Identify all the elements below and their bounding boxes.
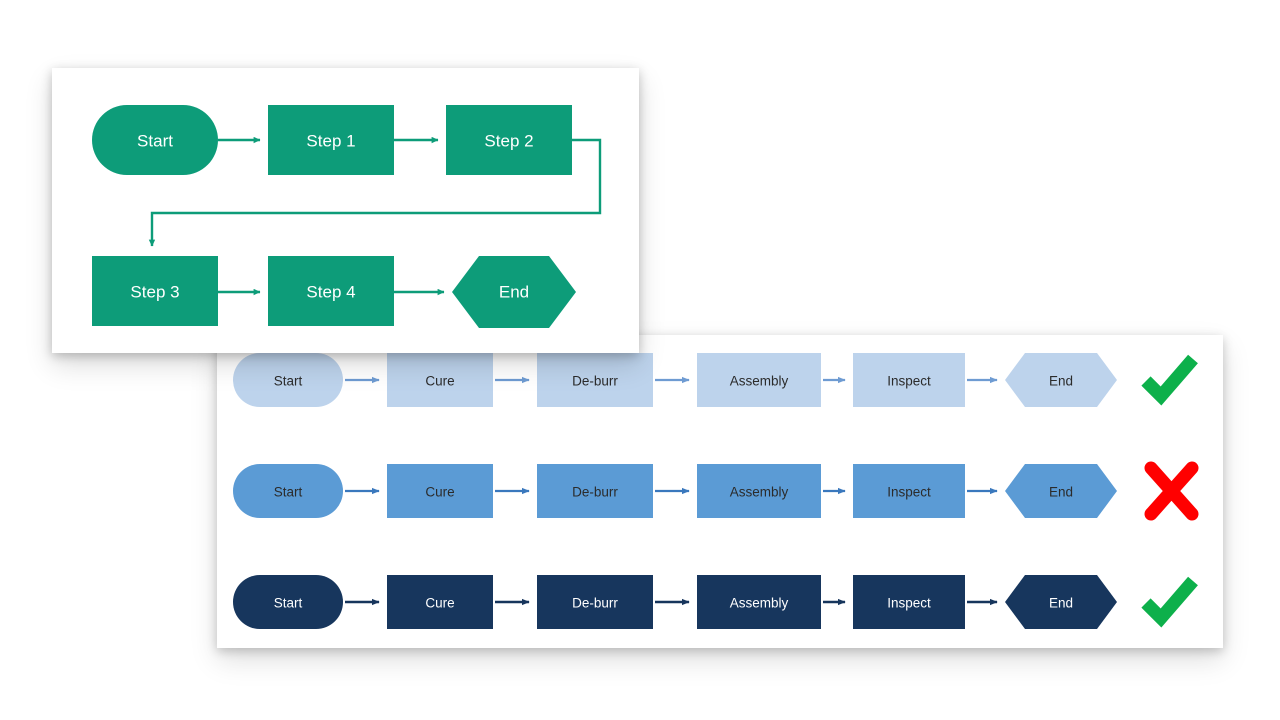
row-dark-start-label: Start xyxy=(274,596,303,611)
variant-row-light: Start Cure De-burr Assembly Inspect xyxy=(233,353,1198,407)
row-medium-assembly-label: Assembly xyxy=(730,485,789,500)
row-dark-assembly-shape xyxy=(697,575,821,629)
green-node-start-label: Start xyxy=(137,132,173,151)
row-light-node-start[interactable]: Start xyxy=(233,353,343,407)
row-light-start-shape xyxy=(233,353,343,407)
row-medium-start-shape xyxy=(233,464,343,518)
green-flowchart-svg: Start Step 1 Step 2 Step 3 Step 4 xyxy=(92,105,602,328)
green-node-end-shape xyxy=(452,256,576,328)
row-medium-node-start[interactable]: Start xyxy=(233,464,343,518)
row-light-end-label: End xyxy=(1049,374,1073,389)
row-dark-node-start[interactable]: Start xyxy=(233,575,343,629)
row-dark-node-cure[interactable]: Cure xyxy=(387,575,493,629)
row-medium-cure-label: Cure xyxy=(425,485,454,500)
row-medium-cure-shape xyxy=(387,464,493,518)
row-dark-node-inspect[interactable]: Inspect xyxy=(853,575,965,629)
row-light-node-end[interactable]: End xyxy=(1005,353,1117,407)
row-medium-deburr-label: De-burr xyxy=(572,485,618,500)
green-node-step1[interactable]: Step 1 xyxy=(268,105,394,175)
green-node-step4-shape xyxy=(268,256,394,326)
row-light-deburr-label: De-burr xyxy=(572,374,618,389)
row-medium-node-cure[interactable]: Cure xyxy=(387,464,493,518)
row-light-deburr-shape xyxy=(537,353,653,407)
row-medium-node-assembly[interactable]: Assembly xyxy=(697,464,821,518)
row-light-inspect-shape xyxy=(853,353,965,407)
row-medium-assembly-shape xyxy=(697,464,821,518)
row-dark-status-check-icon xyxy=(1141,576,1198,628)
row-light-assembly-shape xyxy=(697,353,821,407)
flowchart-green-card: Start Step 1 Step 2 Step 3 Step 4 xyxy=(52,68,639,353)
green-node-step3[interactable]: Step 3 xyxy=(92,256,218,326)
green-node-step2-shape xyxy=(446,105,572,175)
green-node-step1-label: Step 1 xyxy=(306,132,355,151)
row-medium-node-inspect[interactable]: Inspect xyxy=(853,464,965,518)
green-node-start[interactable]: Start xyxy=(92,105,218,175)
green-node-step4-label: Step 4 xyxy=(306,283,355,302)
row-dark-deburr-label: De-burr xyxy=(572,596,618,611)
row-medium-end-shape xyxy=(1005,464,1117,518)
green-node-step3-label: Step 3 xyxy=(130,283,179,302)
row-dark-cure-label: Cure xyxy=(425,596,454,611)
row-medium-deburr-shape xyxy=(537,464,653,518)
green-node-step4[interactable]: Step 4 xyxy=(268,256,394,326)
variant-row-dark: Start Cure De-burr Assembly Inspect xyxy=(233,575,1198,629)
row-light-node-cure[interactable]: Cure xyxy=(387,353,493,407)
row-dark-assembly-label: Assembly xyxy=(730,596,789,611)
green-node-step2-label: Step 2 xyxy=(484,132,533,151)
row-dark-node-assembly[interactable]: Assembly xyxy=(697,575,821,629)
process-variants-svg: Start Cure De-burr Assembly Inspect xyxy=(233,353,1199,629)
green-node-step2[interactable]: Step 2 xyxy=(446,105,572,175)
green-node-start-shape xyxy=(92,105,218,175)
row-light-start-label: Start xyxy=(274,374,303,389)
row-medium-inspect-label: Inspect xyxy=(887,485,931,500)
row-dark-inspect-shape xyxy=(853,575,965,629)
row-medium-inspect-shape xyxy=(853,464,965,518)
row-medium-status-cross-icon xyxy=(1144,461,1199,521)
variant-row-medium: Start Cure De-burr Assembly Inspect xyxy=(233,461,1199,521)
row-light-status-check-icon xyxy=(1141,354,1198,406)
green-node-end[interactable]: End xyxy=(452,256,576,328)
row-dark-end-label: End xyxy=(1049,596,1073,611)
row-dark-inspect-label: Inspect xyxy=(887,596,931,611)
row-dark-node-end[interactable]: End xyxy=(1005,575,1117,629)
row-dark-start-shape xyxy=(233,575,343,629)
row-medium-node-deburr[interactable]: De-burr xyxy=(537,464,653,518)
row-dark-end-shape xyxy=(1005,575,1117,629)
row-light-inspect-label: Inspect xyxy=(887,374,931,389)
row-light-node-assembly[interactable]: Assembly xyxy=(697,353,821,407)
row-light-cure-label: Cure xyxy=(425,374,454,389)
green-node-end-label: End xyxy=(499,283,529,302)
row-dark-node-deburr[interactable]: De-burr xyxy=(537,575,653,629)
row-medium-end-label: End xyxy=(1049,485,1073,500)
row-light-assembly-label: Assembly xyxy=(730,374,789,389)
row-light-end-shape xyxy=(1005,353,1117,407)
process-variants-card: Start Cure De-burr Assembly Inspect xyxy=(217,335,1223,648)
row-light-node-deburr[interactable]: De-burr xyxy=(537,353,653,407)
row-light-cure-shape xyxy=(387,353,493,407)
green-node-step3-shape xyxy=(92,256,218,326)
green-node-step1-shape xyxy=(268,105,394,175)
green-edge-step2-step3 xyxy=(148,138,602,247)
row-dark-deburr-shape xyxy=(537,575,653,629)
row-medium-start-label: Start xyxy=(274,485,303,500)
row-dark-cure-shape xyxy=(387,575,493,629)
row-medium-node-end[interactable]: End xyxy=(1005,464,1117,518)
row-light-node-inspect[interactable]: Inspect xyxy=(853,353,965,407)
